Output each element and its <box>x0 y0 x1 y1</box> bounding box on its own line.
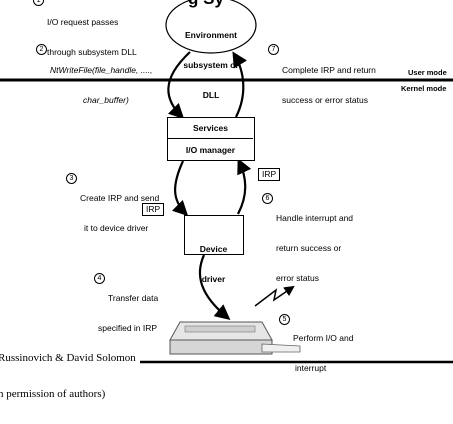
arrow-ellipse-to-services <box>167 51 191 120</box>
env-line-1: Environment <box>185 30 237 40</box>
credit-text: Russinovich & David Solomon h permission… <box>0 328 136 424</box>
step-3-line-2: it to device driver <box>84 223 149 233</box>
step-6-bullet: 6 <box>262 193 273 204</box>
device-driver-box: Device driver <box>184 215 244 284</box>
step-5-line-2: interrupt <box>295 363 327 373</box>
step-3-text: Create IRP and send it to device driver <box>80 173 159 253</box>
step-2-text: NtWriteFile(file_handle, ...., char_buff… <box>50 45 153 125</box>
step-2-bullet: 2 <box>36 44 47 55</box>
step-1-text: I/O request passes through subsystem DLL <box>47 0 137 77</box>
environment-subsystem-label: Environment subsystem or DLL <box>166 10 256 120</box>
environment-subsystem-ellipse <box>165 0 257 54</box>
step-6-line-2: return success or <box>276 243 342 253</box>
step-5-line-1: Perform I/O and <box>293 333 354 343</box>
step-3-line-1: Create IRP and send <box>80 193 160 203</box>
arrow-services-to-ellipse <box>232 51 247 118</box>
step-6-text: Handle interrupt and return success or e… <box>276 193 353 303</box>
env-line-3: DLL <box>202 90 220 100</box>
step-4-line-1: Transfer data <box>108 293 159 303</box>
step-1-line-1: I/O request passes <box>47 17 119 27</box>
interrupt-lightning <box>254 285 295 307</box>
device-driver-label: Device driver <box>185 224 242 304</box>
step-7-line-1: Complete IRP and return <box>282 65 376 75</box>
diagram: g Sy Environment subsystem or DLL 1 I/O … <box>0 0 453 400</box>
step-4-line-2: specified in IRP <box>98 323 158 333</box>
step-5-bullet: 5 <box>279 314 290 325</box>
header-partial-title: g Sy <box>188 0 224 8</box>
step-6-line-1: Handle interrupt and <box>276 213 354 223</box>
io-manager-box: Services I/O manager <box>167 117 255 161</box>
step-1-line-2: through subsystem DLL <box>47 47 137 57</box>
printer-device <box>169 321 301 355</box>
step-4-text: Transfer data specified in IRP <box>98 273 159 353</box>
step-3-bullet: 3 <box>66 173 77 184</box>
user-mode-label: User mode <box>408 68 447 77</box>
step-5-text: Perform I/O and interrupt <box>293 313 353 393</box>
device-driver-line-1: Device <box>199 244 228 254</box>
kernel-mode-label: Kernel mode <box>401 84 447 93</box>
step-7-line-2: success or error status <box>282 95 368 105</box>
credit-line-2: h permission of authors) <box>0 388 106 400</box>
arrow-driver-to-device <box>198 254 231 320</box>
step-7-text: Complete IRP and return success or error… <box>282 45 376 125</box>
credit-line-1: Russinovich & David Solomon <box>0 352 136 364</box>
services-label: Services <box>193 123 228 133</box>
step-2-line-1: NtWriteFile(file_handle, ...., <box>50 65 153 75</box>
irp-tag-lower: IRP <box>142 203 165 216</box>
box-divider <box>168 138 253 139</box>
arrow-iomanager-to-driver <box>171 160 189 217</box>
step-4-bullet: 4 <box>94 273 105 284</box>
io-manager-label: I/O manager <box>185 145 236 155</box>
step-2-line-2: char_buffer) <box>83 95 129 105</box>
device-driver-line-2: driver <box>201 274 226 284</box>
diagram-canvas <box>0 0 453 364</box>
step-7-bullet: 7 <box>268 44 279 55</box>
step-6-line-3: error status <box>276 273 319 283</box>
env-line-2: subsystem or <box>183 60 239 70</box>
arrow-driver-to-iomanager <box>237 158 252 215</box>
irp-tag-upper: IRP <box>258 168 281 181</box>
